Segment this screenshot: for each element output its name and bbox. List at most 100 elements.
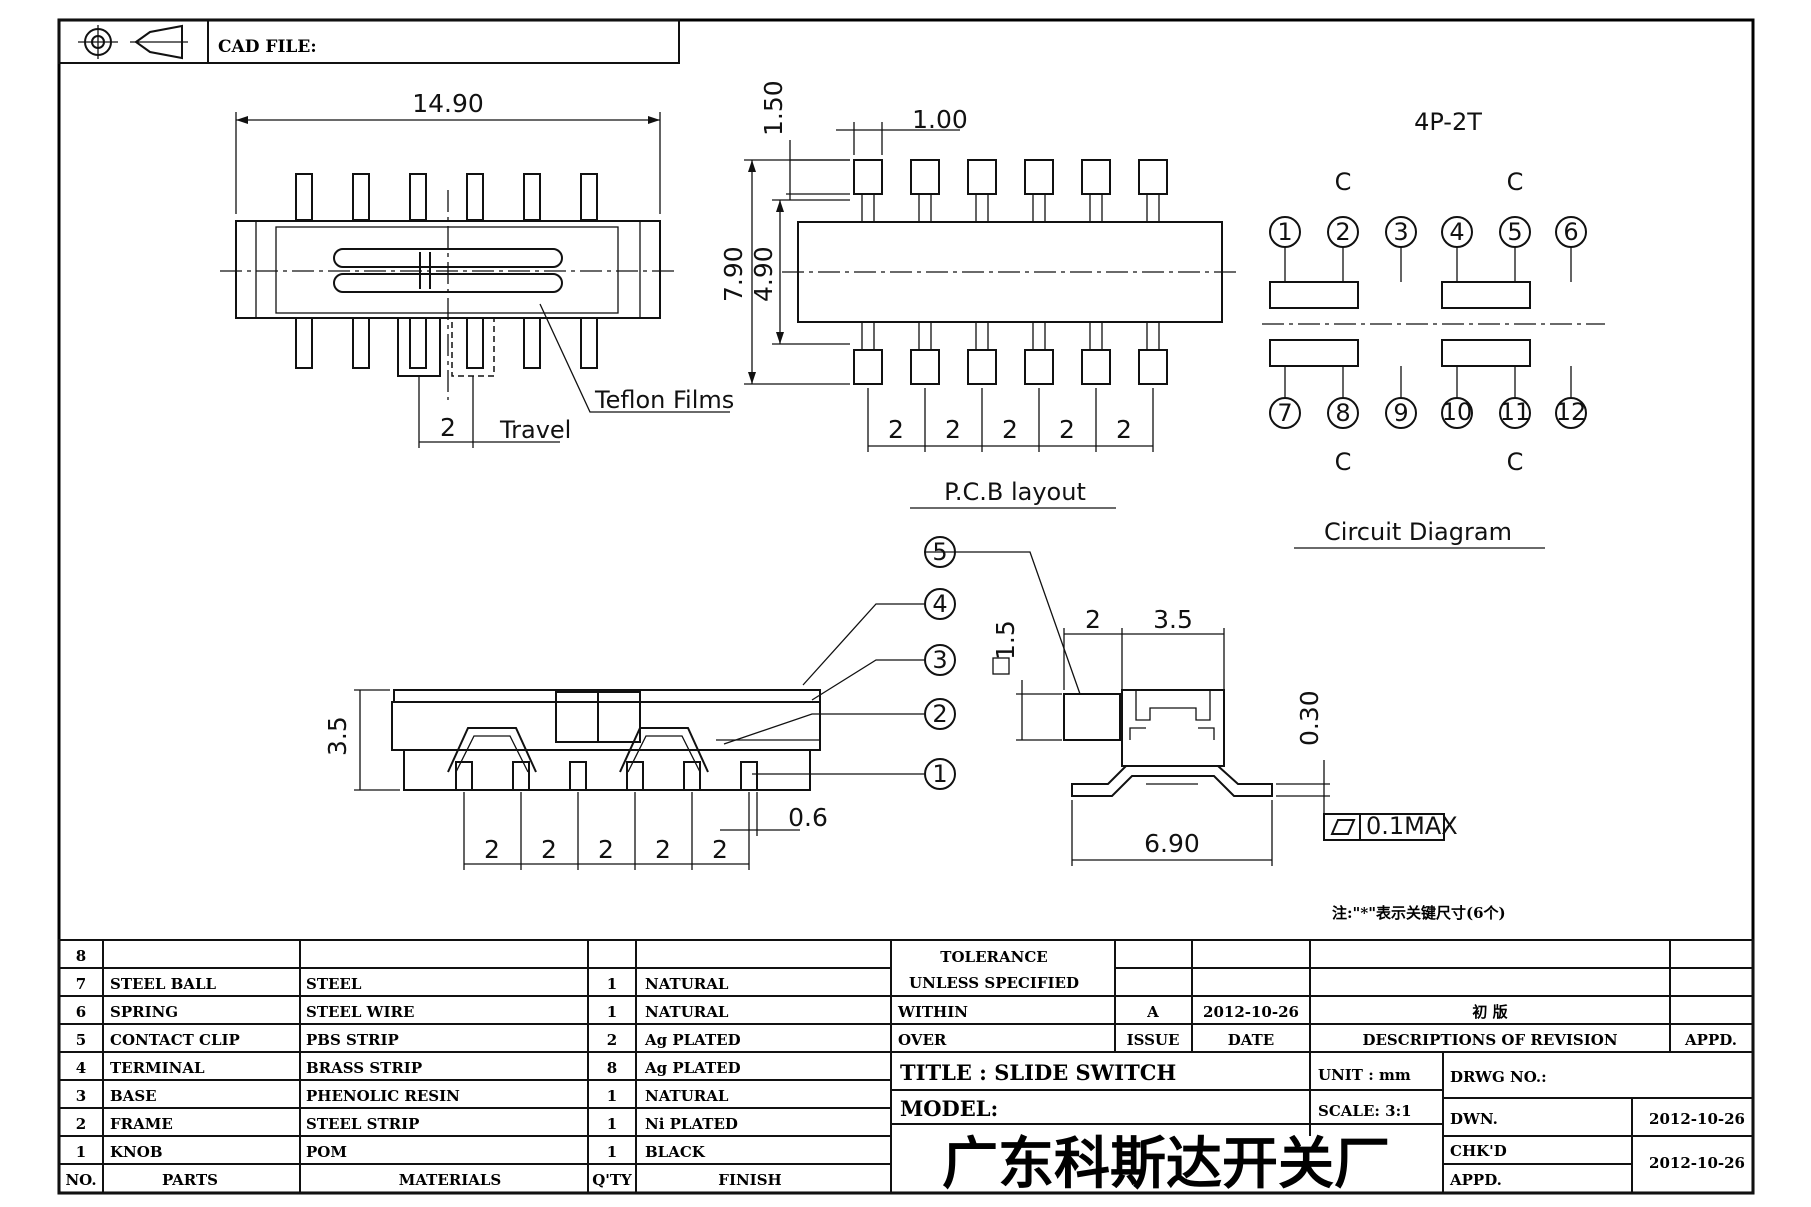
side-view: 3.5 2 2 2 2 2 0.6 1	[323, 536, 1081, 870]
callout-3: 3	[932, 646, 947, 674]
teflon-label: Teflon Films	[594, 386, 734, 414]
common-label-3: C	[1335, 448, 1352, 476]
drawing-title: TITLE : SLIDE SWITCH	[900, 1060, 1176, 1085]
common-label-2: C	[1507, 168, 1524, 196]
inner-height-dim: 4.90	[749, 246, 778, 302]
row6-material: STEEL WIRE	[306, 1003, 414, 1021]
pcb-bottom-pads	[853, 349, 1168, 385]
row7-qty: 1	[607, 975, 617, 993]
row5-part: CONTACT CLIP	[110, 1031, 240, 1049]
drwg-no-label: DRWG NO.:	[1450, 1068, 1547, 1086]
flatness-icon	[1330, 819, 1356, 835]
pcb-pitch-4: 2	[1059, 415, 1075, 444]
side-terminals	[455, 761, 758, 791]
row6-finish: NATURAL	[645, 1003, 729, 1021]
switch-contact-top-2	[1441, 281, 1531, 309]
circuit-config: 4P-2T	[1414, 108, 1482, 136]
unit-label: UNIT : mm	[1318, 1066, 1411, 1084]
header-finish: FINISH	[718, 1171, 781, 1189]
key-dimension-note: 注:"*"表示关键尺寸(6个)	[1332, 904, 1506, 922]
pad-width-dim: 1.00	[912, 105, 968, 134]
header-parts: PARTS	[162, 1171, 218, 1189]
circuit-diagram: 4P-2T C C 1 2 3 4 5 6	[1262, 108, 1605, 549]
row7-part: STEEL BALL	[110, 975, 216, 993]
dwn-date: 2012-10-26	[1649, 1110, 1745, 1128]
row4-qty: 8	[607, 1059, 617, 1077]
over-label: OVER	[898, 1031, 947, 1049]
end-view: 1.5 2 3.5 0.30 6.90 0.1MAX	[991, 605, 1458, 866]
projection-symbol-icon	[78, 24, 188, 60]
issue-date: 2012-10-26	[1203, 1003, 1299, 1021]
row4-no: 4	[76, 1059, 86, 1077]
row2-qty: 1	[607, 1115, 617, 1133]
cad-file-header: CAD FILE:	[58, 19, 680, 64]
pin-width-dim: 0.6	[788, 803, 828, 832]
side-height-dim: 3.5	[323, 716, 352, 756]
pin-4: 4	[1449, 218, 1464, 246]
row4-part: TERMINAL	[110, 1059, 205, 1077]
row8-no: 8	[76, 947, 86, 965]
row7-finish: NATURAL	[645, 975, 729, 993]
callout-circles	[924, 536, 956, 790]
row7-no: 7	[76, 975, 86, 993]
pin-3: 3	[1393, 218, 1408, 246]
side-pitch-1: 2	[484, 835, 500, 864]
cad-file-label: CAD FILE:	[218, 37, 317, 57]
end-knob	[1063, 693, 1121, 741]
bottom-pins	[295, 317, 598, 369]
row2-no: 2	[76, 1115, 86, 1133]
issue-value: A	[1146, 1003, 1159, 1021]
row4-material: BRASS STRIP	[306, 1059, 422, 1077]
flatness-value: 0.1MAX	[1366, 812, 1458, 840]
chkd-label: CHK'D	[1450, 1142, 1507, 1160]
row2-part: FRAME	[110, 1115, 173, 1133]
pin-1: 1	[1277, 218, 1292, 246]
appd-label: APPD.	[1684, 1031, 1737, 1049]
bottom-pin-circles	[1269, 397, 1587, 429]
pin-8: 8	[1335, 399, 1350, 427]
callout-1: 1	[932, 760, 947, 788]
travel-dim: 2	[440, 413, 456, 442]
header-no: NO.	[65, 1171, 96, 1189]
dwn-label: DWN.	[1450, 1110, 1498, 1128]
row5-qty: 2	[607, 1031, 617, 1049]
row4-finish: Ag PLATED	[644, 1059, 741, 1077]
appd2-label: APPD.	[1449, 1171, 1502, 1189]
row3-qty: 1	[607, 1087, 617, 1105]
row2-material: STEEL STRIP	[306, 1115, 419, 1133]
pcb-pitch-1: 2	[888, 415, 904, 444]
row3-material: PHENOLIC RESIN	[306, 1087, 460, 1105]
row3-no: 3	[76, 1087, 86, 1105]
teflon-film	[275, 226, 619, 314]
pin-12: 12	[1556, 398, 1587, 426]
side-pitch-4: 2	[655, 835, 671, 864]
row6-qty: 1	[607, 1003, 617, 1021]
row1-no: 1	[76, 1143, 86, 1161]
callout-5: 5	[932, 538, 947, 566]
switch-contact-top-1	[1269, 281, 1359, 309]
side-pitch-3: 2	[598, 835, 614, 864]
row2-finish: Ni PLATED	[645, 1115, 738, 1133]
common-label-4: C	[1507, 448, 1524, 476]
circuit-title: Circuit Diagram	[1324, 518, 1512, 546]
row5-finish: Ag PLATED	[644, 1031, 741, 1049]
top-view: 14.90 2 Travel Teflon Films	[220, 89, 734, 448]
end-width-dim: 3.5	[1153, 605, 1193, 634]
side-pitch-2: 2	[541, 835, 557, 864]
desc-revision-label: DESCRIPTIONS OF REVISION	[1362, 1031, 1617, 1049]
header-materials: MATERIALS	[399, 1171, 502, 1189]
row3-finish: NATURAL	[645, 1087, 729, 1105]
issue-label: ISSUE	[1127, 1031, 1180, 1049]
row3-part: BASE	[110, 1087, 157, 1105]
pcb-layout-title: P.C.B layout	[944, 478, 1086, 506]
pcb-pitch-5: 2	[1116, 415, 1132, 444]
flatness-box	[1323, 813, 1445, 841]
pin-5: 5	[1507, 218, 1522, 246]
pcb-top-pads	[853, 159, 1168, 195]
row6-part: SPRING	[110, 1003, 178, 1021]
callout-4: 4	[932, 590, 947, 618]
tolerance-label: TOLERANCE	[940, 948, 1047, 966]
row1-finish: BLACK	[645, 1143, 706, 1161]
knob-offset-dim: 2	[1085, 605, 1101, 634]
